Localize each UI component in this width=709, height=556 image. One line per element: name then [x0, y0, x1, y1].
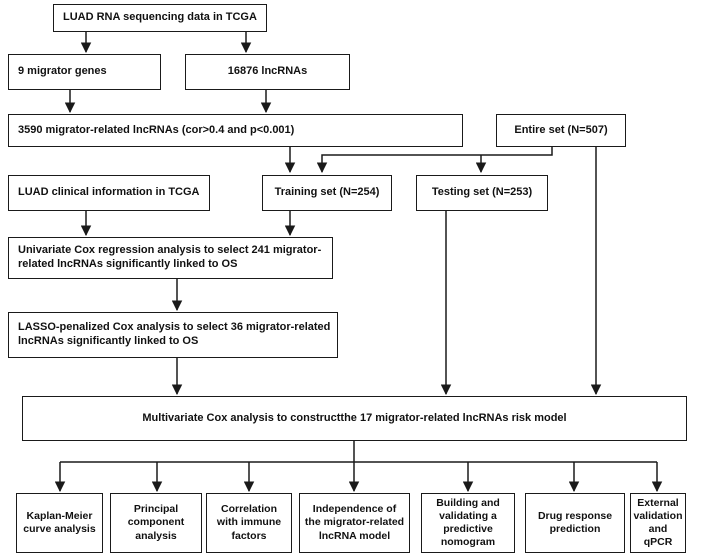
node-training-set: Training set (N=254)	[262, 175, 392, 211]
outcome-kaplan-meier: Kaplan-Meier curve analysis	[16, 493, 103, 553]
node-testing-set: Testing set (N=253)	[416, 175, 548, 211]
outcome-drug-response: Drug response prediction	[525, 493, 625, 553]
node-entire-set: Entire set (N=507)	[496, 114, 626, 147]
node-univariate-cox: Univariate Cox regression analysis to se…	[8, 237, 333, 279]
node-migrator-genes: 9 migrator genes	[8, 54, 161, 90]
node-lncrnas: 16876 lncRNAs	[185, 54, 350, 90]
outcome-nomogram: Building and validating a predictive nom…	[421, 493, 515, 553]
node-multivariate-cox: Multivariate Cox analysis to constructth…	[22, 396, 687, 441]
node-tcga-rna: LUAD RNA sequencing data in TCGA	[53, 4, 267, 32]
outcome-immune-correlation: Correlation with immune factors	[206, 493, 292, 553]
node-migrator-related: 3590 migrator-related lncRNAs (cor>0.4 a…	[8, 114, 463, 147]
outcome-external-validation: External validation and qPCR	[630, 493, 686, 553]
outcome-pca: Principal component analysis	[110, 493, 202, 553]
node-clinical: LUAD clinical information in TCGA	[8, 175, 210, 211]
outcome-independence: Independence of the migrator-related lnc…	[299, 493, 410, 553]
node-lasso-cox: LASSO-penalized Cox analysis to select 3…	[8, 312, 338, 358]
arrow-entire-to-training	[316, 147, 553, 174]
